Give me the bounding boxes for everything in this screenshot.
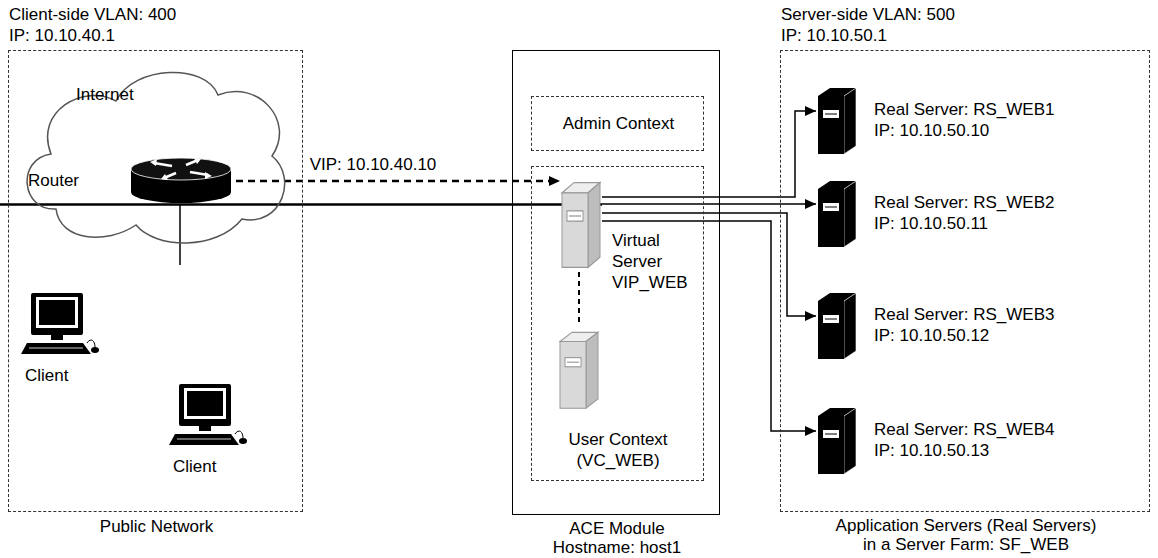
node-label: Real Server: RS_WEB1 IP: 10.10.50.10 bbox=[874, 99, 1074, 141]
node-label: Client-side VLAN: 400 IP: 10.10.40.1 bbox=[9, 4, 194, 46]
real-server: Real Server: RS_WEB4 IP: 10.10.50.13 bbox=[816, 406, 1082, 476]
edge-label: VIP: 10.10.40.10 bbox=[307, 154, 440, 175]
node-label: Client bbox=[25, 365, 68, 386]
node-caption: Public Network bbox=[9, 516, 304, 537]
context-box: Admin Context bbox=[531, 96, 704, 151]
real-icon bbox=[816, 86, 858, 156]
node-label: Virtual Server VIP_WEB bbox=[612, 230, 700, 293]
router-icon: Router bbox=[26, 156, 236, 206]
router-icon bbox=[128, 156, 234, 206]
client-icon bbox=[169, 384, 249, 452]
server-region: Server-side VLAN: 500 IP: 10.10.50.1Appl… bbox=[780, 50, 1150, 512]
node-caption: Application Servers (Real Servers) in a … bbox=[832, 516, 1100, 554]
node-label: Admin Context bbox=[532, 113, 705, 134]
vs-icon bbox=[560, 180, 602, 270]
real-server: Real Server: RS_WEB2 IP: 10.10.50.11 bbox=[816, 179, 1082, 249]
real-server: Real Server: RS_WEB3 IP: 10.10.50.12 bbox=[816, 291, 1082, 361]
client-icon bbox=[21, 293, 101, 361]
node-label: Internet bbox=[76, 84, 134, 105]
node-label: ACE Module Hostname: host1 bbox=[537, 519, 697, 557]
standby-server-icon bbox=[560, 332, 598, 408]
real-icon bbox=[816, 291, 858, 361]
server-pair-link bbox=[578, 272, 580, 326]
router-stem bbox=[179, 204, 181, 265]
connector-arrow bbox=[602, 221, 816, 431]
client-computer: Client bbox=[169, 384, 249, 479]
node-label: Router bbox=[28, 170, 79, 191]
ace-module-box: ACE Module Hostname: host1Admin ContextU… bbox=[512, 50, 720, 515]
node-label: User Context (VC_WEB) bbox=[553, 429, 683, 471]
real-icon bbox=[816, 179, 858, 249]
real-server: Real Server: RS_WEB1 IP: 10.10.50.10 bbox=[816, 86, 1082, 156]
cloud-icon bbox=[16, 59, 296, 249]
connector-arrow bbox=[602, 213, 816, 316]
network-region: Client-side VLAN: 400 IP: 10.10.40.1Publ… bbox=[8, 50, 303, 512]
internet-cloud: InternetRouter bbox=[16, 59, 296, 249]
node-label: Real Server: RS_WEB2 IP: 10.10.50.11 bbox=[874, 192, 1074, 234]
virtual-server: Virtual Server VIP_WEB bbox=[560, 180, 602, 270]
node-label: Real Server: RS_WEB4 IP: 10.10.50.13 bbox=[874, 419, 1074, 461]
node-label: Client bbox=[173, 456, 216, 477]
node-label: Server-side VLAN: 500 IP: 10.10.50.1 bbox=[781, 4, 971, 46]
context-box: User Context (VC_WEB) Virtual Server VIP_… bbox=[531, 166, 704, 481]
client-computer: Client bbox=[21, 293, 101, 388]
real-icon bbox=[816, 406, 858, 476]
node-label: Real Server: RS_WEB3 IP: 10.10.50.12 bbox=[874, 304, 1074, 346]
connector-arrow bbox=[0, 204, 816, 205]
